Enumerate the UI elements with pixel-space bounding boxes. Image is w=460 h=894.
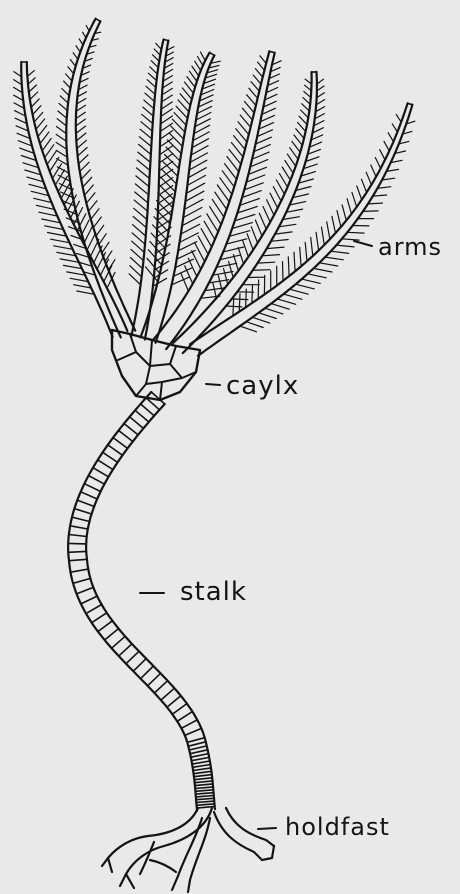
crinoid-arms <box>14 19 415 356</box>
arm-pinnules <box>181 56 281 298</box>
label-calyx: caylx <box>226 371 299 401</box>
arm-pinnules <box>14 71 115 295</box>
arm-edge <box>190 103 408 344</box>
arm-edge <box>183 72 317 353</box>
arm-edge <box>66 19 121 338</box>
label-arms: arms <box>378 233 442 261</box>
arm-edge <box>141 53 210 338</box>
arm-pinnules <box>233 115 415 332</box>
arm-pinnules <box>56 26 115 276</box>
label-leader-lines <box>140 241 372 829</box>
arm-pinnules <box>129 43 174 286</box>
label-holdfast: holdfast <box>285 813 390 841</box>
crinoid-calyx <box>112 330 200 400</box>
label-stalk: stalk <box>180 577 247 607</box>
crinoid-holdfast <box>102 808 274 892</box>
